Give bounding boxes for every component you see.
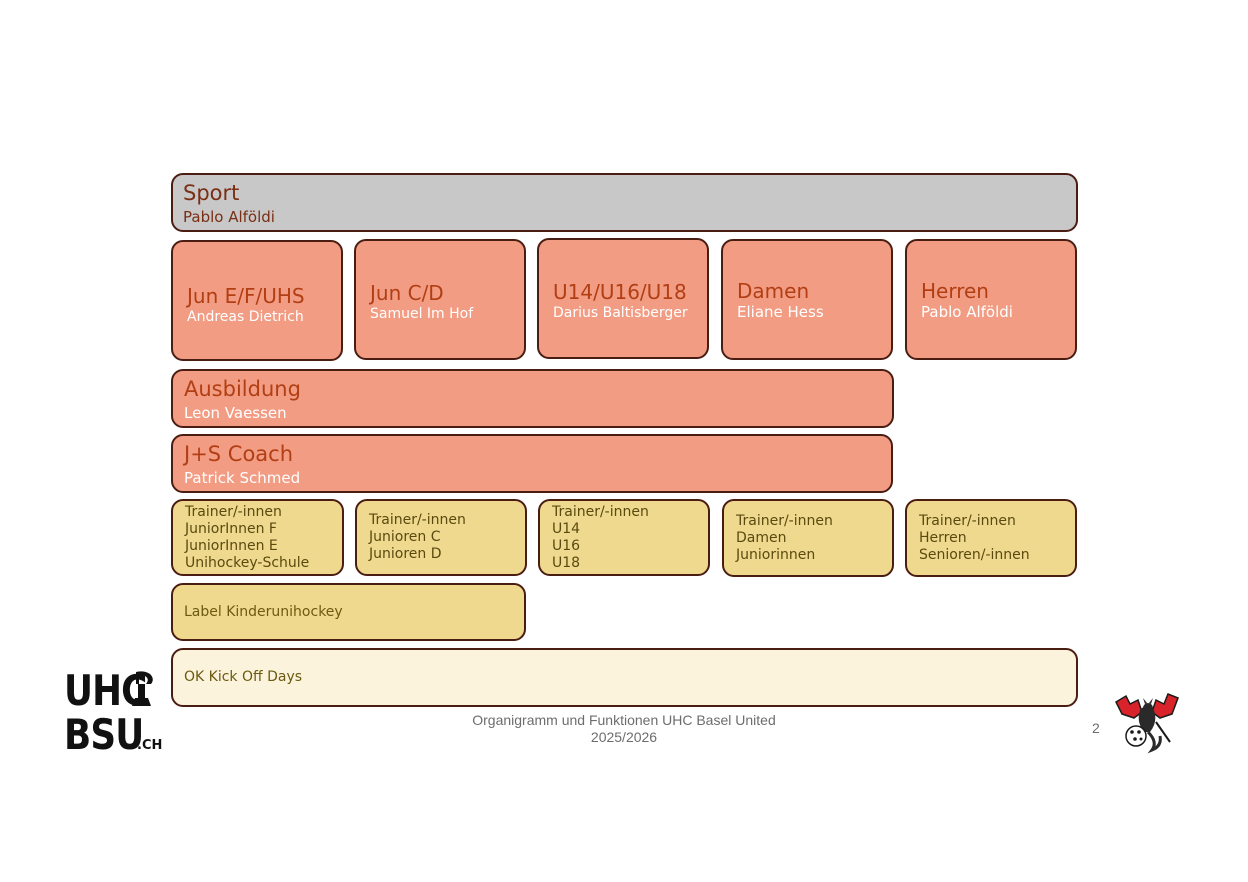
ausbildung-name: Leon Vaessen: [184, 404, 287, 422]
ok-kick-off-days-text: OK Kick Off Days: [184, 669, 303, 685]
trainer-line: Trainer/-innen: [185, 504, 282, 520]
trainer-line: U16: [552, 538, 581, 554]
uhc-bsu-logo: UHC BSU .CH: [64, 666, 164, 759]
basel-staff-icon: [132, 671, 153, 706]
team-box-herren: Herren Pablo Alföldi: [905, 239, 1077, 360]
footer-line-1: Organigramm und Funktionen UHC Basel Uni…: [472, 712, 776, 728]
ausbildung-box: Ausbildung Leon Vaessen: [171, 369, 894, 428]
footer-line-2: 2025/2026: [590, 729, 658, 745]
trainer-line: Trainer/-innen: [369, 512, 466, 528]
trainer-line: Juniorinnen: [736, 547, 816, 563]
trainer-box-jun-efuhs: Trainer/-innen JuniorInnen F JuniorInnen…: [171, 499, 344, 576]
dragon-emblem-logo: [1115, 693, 1179, 754]
team-lead-name: Andreas Dietrich: [187, 309, 304, 325]
team-box-damen: Damen Eliane Hess: [721, 239, 893, 360]
trainer-line: Junioren D: [369, 546, 442, 562]
trainer-box-u14-u16-u18: Trainer/-innen U14 U16 U18: [538, 499, 710, 576]
trainer-line: Unihockey-Schule: [185, 555, 310, 571]
team-box-jun-cd: Jun C/D Samuel Im Hof: [354, 239, 526, 360]
team-title: Herren: [921, 279, 989, 303]
ausbildung-title: Ausbildung: [184, 377, 301, 401]
trainer-line: JuniorInnen E: [185, 538, 278, 554]
team-box-jun-efuhs: Jun E/F/UHS Andreas Dietrich: [171, 240, 343, 361]
js-coach-name: Patrick Schmed: [184, 469, 301, 487]
label-kinderunihockey-text: Label Kinderunihockey: [184, 604, 343, 620]
trainer-line: Damen: [736, 530, 787, 546]
team-lead-name: Samuel Im Hof: [370, 306, 474, 322]
trainer-box-jun-cd: Trainer/-innen Junioren C Junioren D: [355, 499, 527, 576]
js-coach-box: J+S Coach Patrick Schmed: [171, 434, 893, 493]
sport-name: Pablo Alföldi: [183, 208, 275, 226]
trainer-line: Herren: [919, 530, 967, 546]
ok-kick-off-days-box: OK Kick Off Days: [171, 648, 1078, 707]
page-number: 2: [1092, 720, 1100, 736]
trainer-line: U14: [552, 521, 581, 537]
trainer-line: Trainer/-innen: [919, 513, 1016, 529]
trainer-box-herren: Trainer/-innen Herren Senioren/-innen: [905, 499, 1077, 577]
footer-caption: Organigramm und Funktionen UHC Basel Uni…: [424, 712, 824, 746]
logo-word-bsu: BSU: [64, 710, 144, 759]
trainer-line: U18: [552, 555, 581, 571]
trainer-line: Junioren C: [369, 529, 441, 545]
trainer-line: Senioren/-innen: [919, 547, 1030, 563]
trainer-line: JuniorInnen F: [185, 521, 277, 537]
trainer-box-damen: Trainer/-innen Damen Juniorinnen: [722, 499, 894, 577]
team-lead-name: Pablo Alföldi: [921, 303, 1013, 321]
label-kinderunihockey-box: Label Kinderunihockey: [171, 583, 526, 641]
team-box-u14-u16-u18: U14/U16/U18 Darius Baltisberger: [537, 238, 709, 359]
logo-word-uhc: UHC: [64, 666, 147, 715]
team-lead-name: Eliane Hess: [737, 303, 824, 321]
sport-title: Sport: [183, 181, 240, 205]
sport-box: Sport Pablo Alföldi: [171, 173, 1078, 232]
js-coach-title: J+S Coach: [184, 442, 294, 466]
team-lead-name: Darius Baltisberger: [553, 305, 688, 321]
trainer-line: Trainer/-innen: [736, 513, 833, 529]
team-title: U14/U16/U18: [553, 280, 687, 304]
team-title: Damen: [737, 279, 810, 303]
team-title: Jun E/F/UHS: [187, 284, 305, 308]
trainer-line: Trainer/-innen: [552, 504, 649, 520]
team-title: Jun C/D: [370, 281, 444, 305]
logo-suffix: .CH: [137, 738, 163, 753]
